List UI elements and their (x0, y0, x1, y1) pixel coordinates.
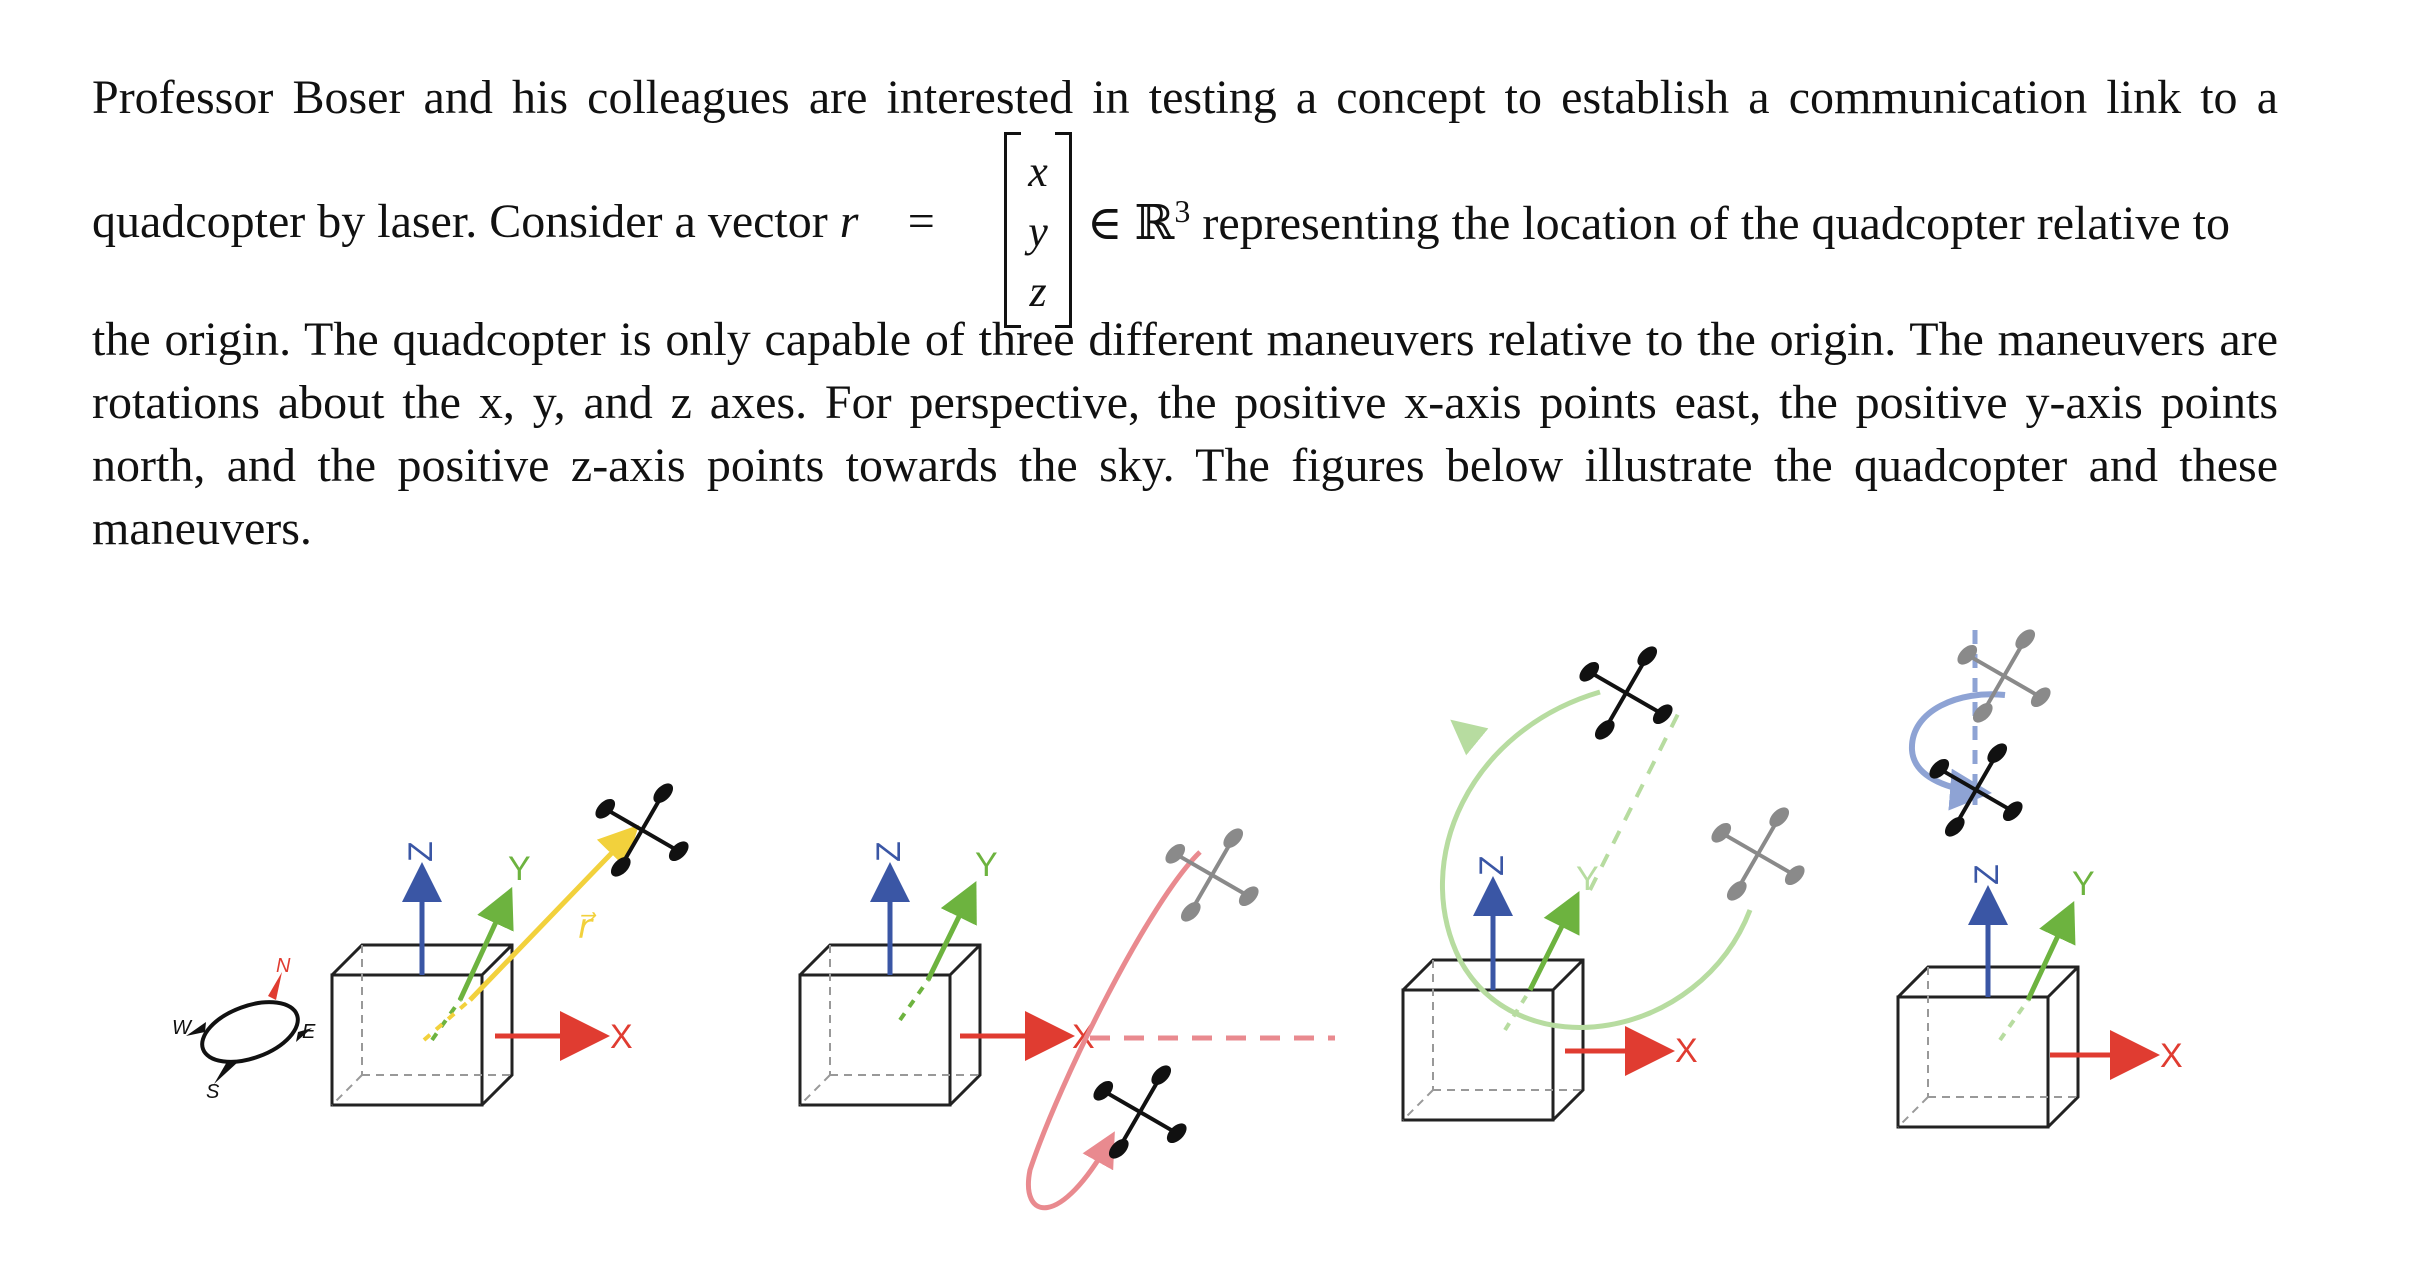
vector-component-z: z (1029, 267, 1047, 316)
vector-r-symbol: r⃗ (839, 195, 896, 248)
figure-setup: N E S W Z Y X r⃗ (172, 776, 698, 1107)
r-vector-hidden (422, 998, 472, 1042)
vector-component-x: x (1028, 147, 1048, 196)
compass-s-label: S (206, 1081, 220, 1103)
rotation-y-arc (1440, 689, 1753, 1030)
y-axis-hidden (1998, 998, 2030, 1042)
y-axis-hidden (430, 998, 462, 1042)
quadcopter-before-icon (1948, 622, 2060, 730)
compass-n-label: N (276, 955, 291, 977)
r-vector-arrow (468, 824, 639, 1002)
quadcopter-icon (586, 776, 698, 884)
compass-icon: N E S W (172, 955, 316, 1103)
z-axis-label: Z (870, 841, 908, 862)
y-axis-arrow (925, 881, 977, 982)
quadcopter-before-icon (1156, 821, 1268, 929)
figure-rotation-z: Z Y X (1896, 622, 2183, 1129)
rotation-z-arc (1908, 691, 2006, 811)
text-before-vector: quadcopter by laser. Consider a vector (92, 195, 828, 248)
vector-component-y: y (1028, 207, 1048, 256)
y-axis-label: Y (1576, 860, 1599, 898)
line2-left: quadcopter by laser. Consider a vector r… (92, 190, 935, 253)
paragraph-body: the origin. The quadcopter is only capab… (92, 313, 2278, 555)
rotation-x-arc (1026, 850, 1202, 1211)
equals-sign: = (907, 195, 935, 248)
paragraph-line-1: Professor Boser and his colleagues are i… (92, 66, 2278, 129)
z-axis-label: Z (402, 841, 440, 862)
y-axis-arrow (457, 886, 514, 1002)
y-axis-hidden (898, 978, 930, 1022)
x-axis-label: X (610, 1018, 633, 1056)
column-vector: x y z (1004, 132, 1072, 328)
z-axis-label: Z (1473, 855, 1511, 876)
y-axis-label: Y (508, 850, 531, 888)
set-membership: ∈ ℝ (1087, 197, 1175, 250)
y-axis-label: Y (2072, 865, 2095, 903)
compass-e-label: E (302, 1021, 316, 1043)
y-axis-arrow (2025, 900, 2076, 1002)
maneuver-figures: N E S W Z Y X r⃗ Z Y X Z (172, 622, 2183, 1211)
x-axis-label: X (2160, 1037, 2183, 1075)
dimension-superscript: 3 (1174, 193, 1191, 229)
compass-w-label: W (172, 1017, 193, 1039)
z-axis-label: Z (1968, 864, 2006, 885)
line2-right: ∈ ℝ3 representing the location of the qu… (1087, 180, 2230, 255)
rotation-y-arrowhead (1450, 719, 1489, 756)
x-axis-label: X (1675, 1032, 1698, 1070)
paragraph-line-2: quadcopter by laser. Consider a vector r… (92, 122, 2278, 328)
y-axis-hidden (1503, 988, 1532, 1032)
quadcopter-before-icon (1702, 800, 1814, 908)
figure-rotation-x: Z Y X (798, 821, 1335, 1211)
text-after-vector: representing the location of the quadcop… (1202, 197, 2231, 250)
right-bracket (1055, 132, 1072, 328)
y-axis-arrow (1527, 891, 1580, 992)
figure-rotation-y: Z Y X (1401, 639, 1814, 1122)
left-bracket (1004, 132, 1021, 328)
y-axis-label: Y (975, 846, 998, 884)
r-vector-label: r⃗ (578, 908, 597, 946)
text-line: Professor Boser and his colleagues are i… (92, 71, 2278, 124)
y-axis-extension (1588, 709, 1682, 891)
